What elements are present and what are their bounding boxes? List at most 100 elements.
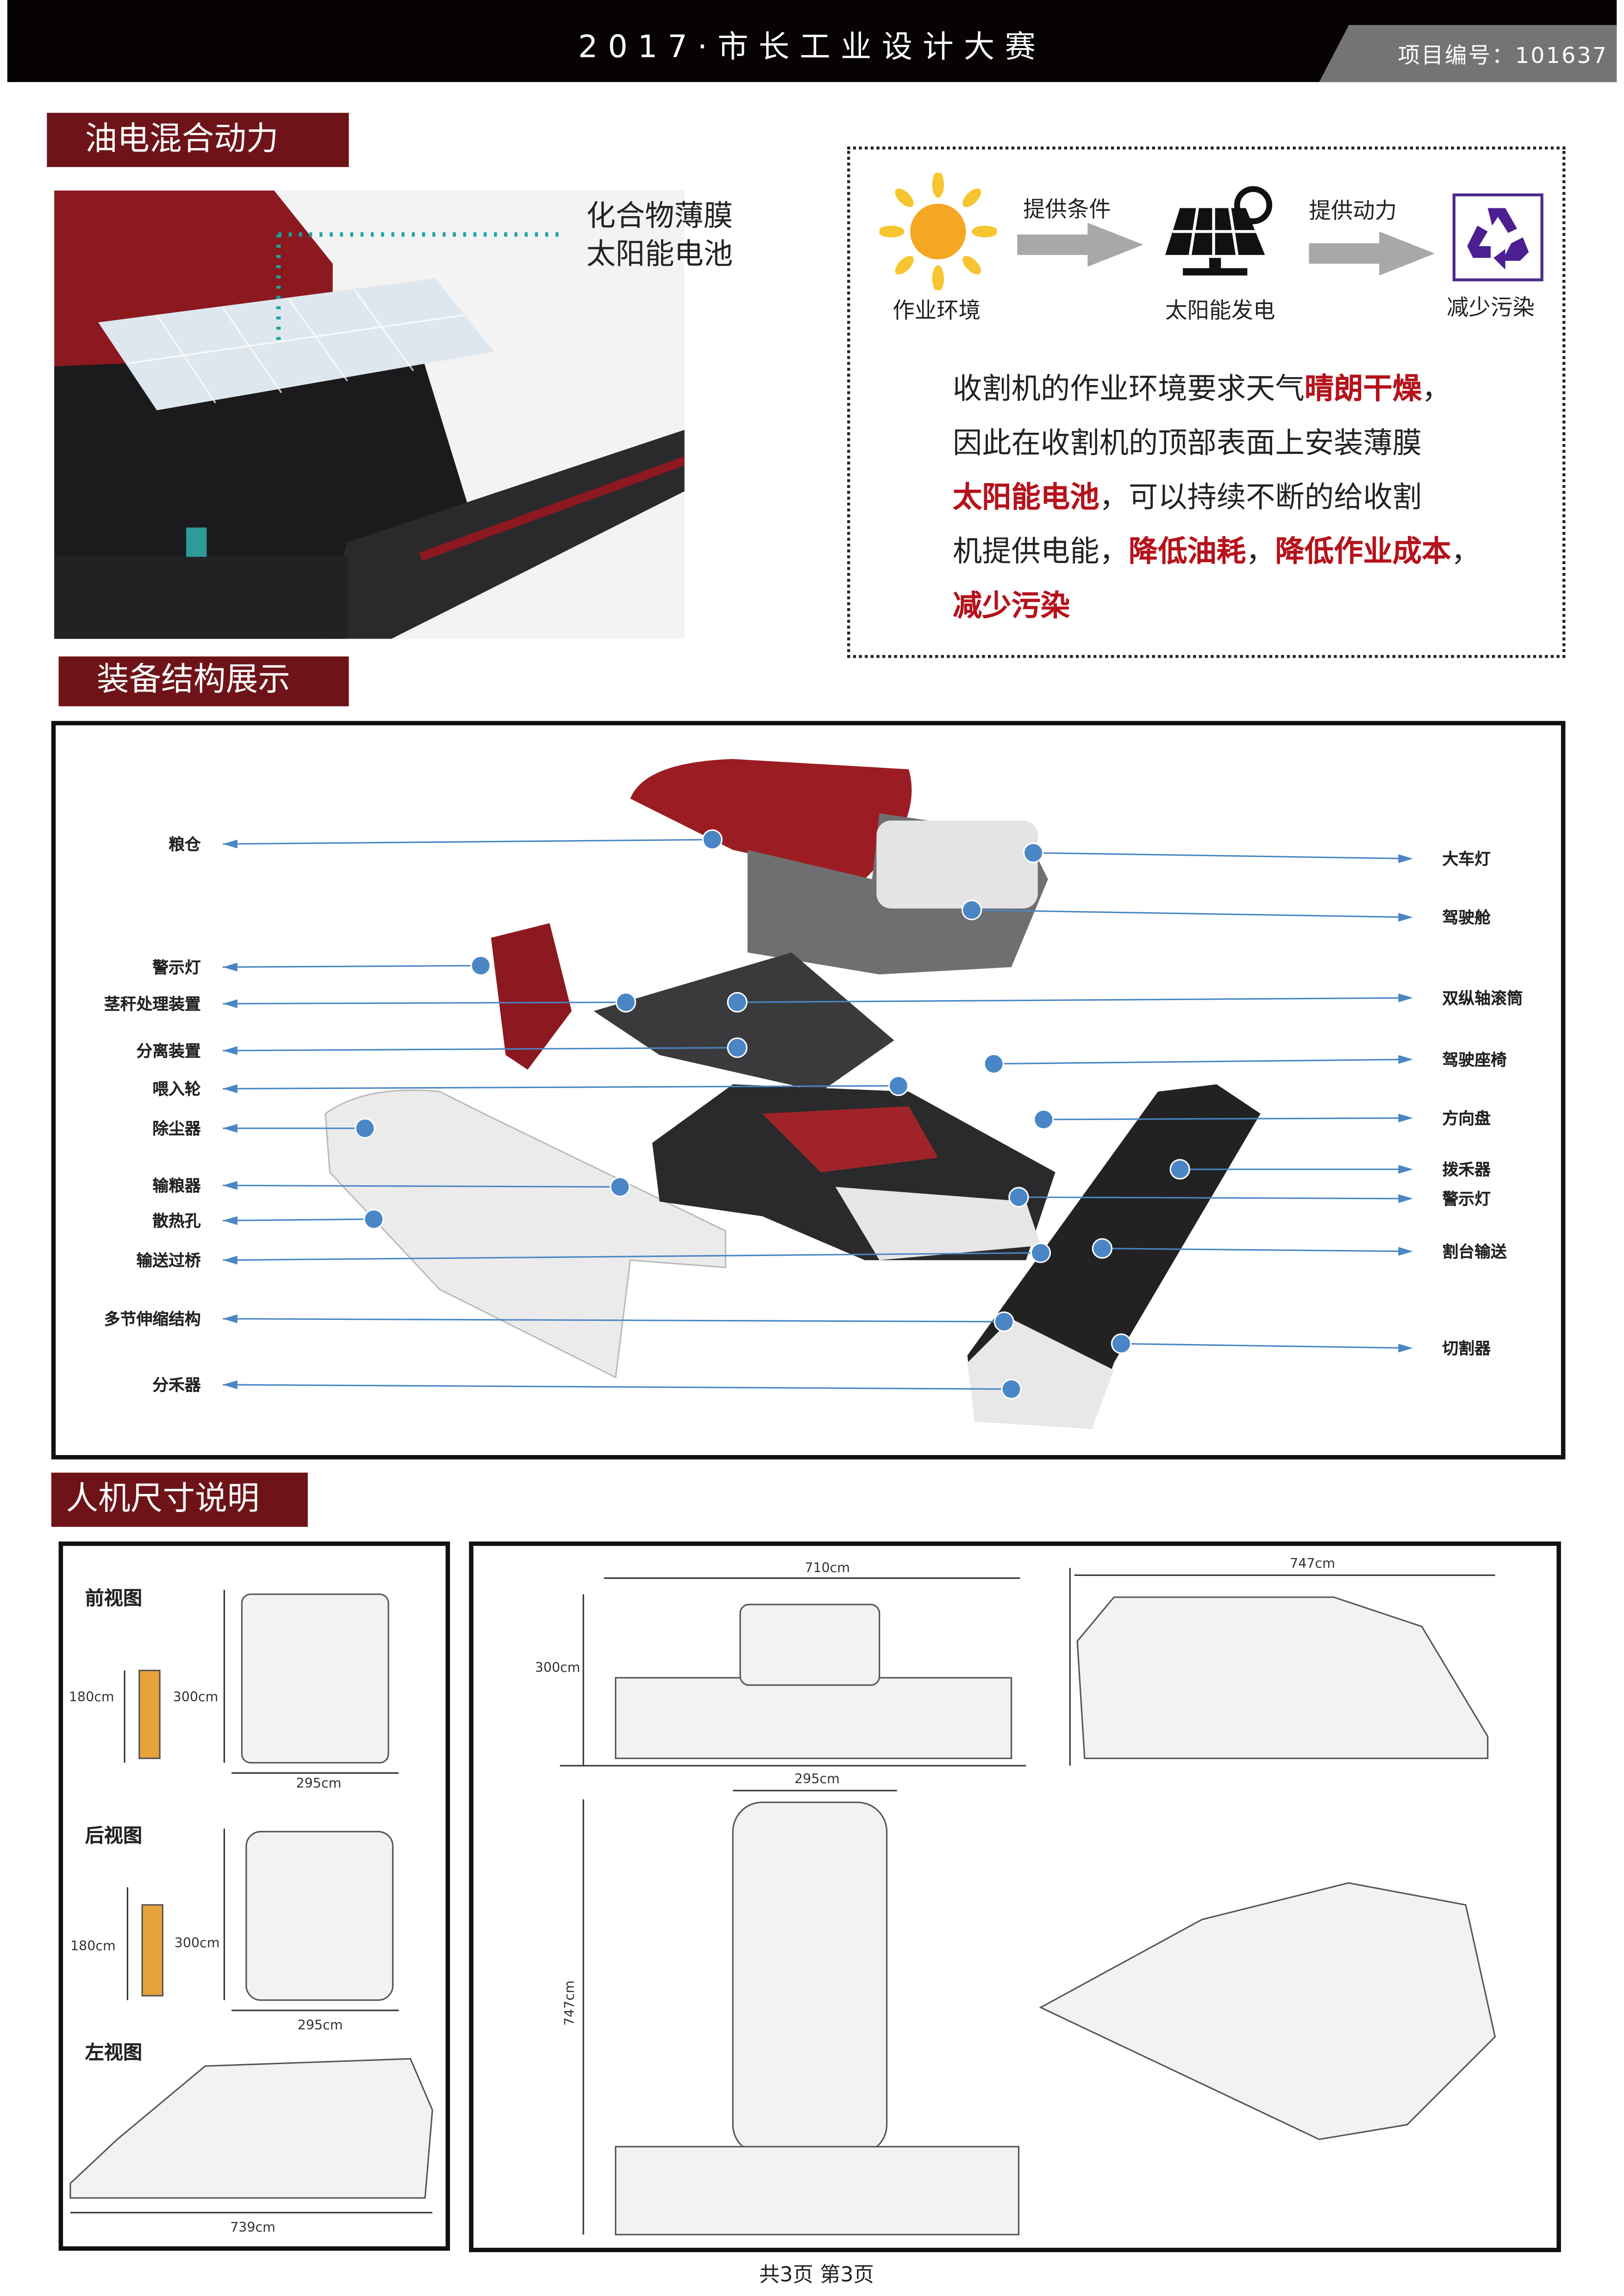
description-line: 收割机的作业环境要求天气晴朗干燥， [953, 362, 1554, 416]
vehicle-height-dim: 300cm [173, 1691, 219, 1706]
highlight-text: 降低油耗 [1128, 533, 1246, 569]
callout-leader [276, 232, 564, 345]
human-height-dim: 180cm [70, 1940, 116, 1955]
vehicle-width-dim: 295cm [296, 1777, 342, 1792]
text: ， [1451, 533, 1480, 569]
callout-dot [355, 1118, 375, 1139]
part-label-left: 输送过桥 [136, 1251, 201, 1271]
flow-arrow-label: 提供条件 [1023, 196, 1111, 223]
arrowhead-icon [223, 1256, 237, 1265]
harvester-render [54, 190, 685, 639]
callout-line: 太阳能电池 [586, 236, 733, 271]
arrowhead-icon [1398, 1114, 1413, 1123]
arrowhead-icon [1398, 1344, 1413, 1353]
callout-dot [1030, 1242, 1051, 1263]
arrowhead-icon [223, 1046, 237, 1055]
arrowhead-icon [223, 1314, 237, 1323]
project-number-badge: 项目编号：101637 [1319, 25, 1617, 82]
harvester-parts [325, 759, 1261, 1429]
recycle-icon [1452, 193, 1543, 281]
arrowhead-icon [223, 1181, 237, 1190]
top-view-body [732, 1801, 888, 2155]
callout-dot [363, 1209, 384, 1230]
text: ，可以持续不断的给收割 [1099, 479, 1422, 515]
human-figure [141, 1904, 164, 1997]
page-footer: 共3页 第3页 [759, 2264, 874, 2288]
leader-line [223, 1184, 620, 1188]
part-label-left: 茎秆处理装置 [104, 995, 201, 1014]
description-line: 机提供电能，降低油耗，降低作业成本， [953, 524, 1554, 579]
arrowhead-icon [223, 1216, 237, 1225]
side-length-dim: 747cm [1290, 1557, 1336, 1573]
vehicle-width-dim: 295cm [297, 2019, 343, 2034]
leader-line [223, 1384, 1012, 1390]
text: ， [1246, 533, 1275, 569]
solar-info-box [847, 146, 1566, 658]
left-view-drawing [69, 2058, 433, 2199]
text: ， [1422, 371, 1451, 406]
callout-line: 化合物薄膜 [586, 198, 733, 233]
arrowhead-icon [1398, 854, 1413, 863]
leader-line [223, 839, 712, 845]
callout-text: 化合物薄膜 太阳能电池 [586, 196, 733, 273]
callout-dot [615, 992, 637, 1013]
arrowhead-icon [1398, 913, 1413, 922]
callout-dot [1169, 1159, 1190, 1180]
part-label-left: 分禾器 [152, 1375, 201, 1395]
arrowhead-icon [223, 999, 237, 1008]
leader-line [223, 1218, 374, 1221]
part-label-left: 输粮器 [152, 1176, 201, 1196]
leader-line [993, 1058, 1410, 1065]
callout-dot [993, 1311, 1014, 1332]
top-width-dim: 295cm [794, 1773, 840, 1788]
height-dim: 300cm [535, 1661, 581, 1677]
flow-step-label: 作业环境 [893, 297, 981, 324]
front-elevation-cab [739, 1604, 881, 1686]
text: 收割机的作业环境要求天气 [952, 371, 1305, 406]
callout-dot [1111, 1333, 1132, 1354]
description-line: 减少污染 [953, 579, 1554, 633]
human-height-dim: 180cm [69, 1691, 114, 1706]
arrowhead-icon [223, 1124, 237, 1133]
callout-dot [610, 1176, 631, 1197]
human-figure [138, 1669, 161, 1759]
description-line: 太阳能电池，可以持续不断的给收割 [953, 470, 1554, 524]
arrowhead-icon [1398, 1194, 1413, 1203]
leader-line [737, 997, 1410, 1003]
leader-line [223, 1002, 626, 1005]
project-number: 项目编号：101637 [1398, 42, 1608, 69]
part-label-left: 分离装置 [136, 1042, 201, 1061]
part-label-right: 驾驶舱 [1442, 908, 1491, 928]
front-view-title: 前视图 [85, 1588, 143, 1611]
section-title-dimensions: 人机尺寸说明 [51, 1472, 308, 1527]
arrow-right-icon [1309, 231, 1435, 276]
section-title-structure: 装备结构展示 [58, 656, 349, 707]
callout-dot [1092, 1238, 1113, 1259]
leader-line [223, 1252, 1041, 1261]
arrowhead-icon [1398, 993, 1413, 1002]
part-label-left: 警示灯 [152, 958, 201, 977]
vehicle-height-dim: 300cm [174, 1937, 220, 1952]
callout-dot [702, 829, 723, 850]
flow-step-label: 减少污染 [1446, 294, 1535, 321]
part-label-right: 方向盘 [1442, 1109, 1491, 1128]
leader-line [223, 1085, 899, 1089]
leader-line [1102, 1247, 1410, 1252]
arrowhead-icon [223, 1084, 237, 1093]
callout-dot [1033, 1109, 1054, 1130]
leader-line [1043, 1117, 1410, 1120]
sun-icon [879, 173, 997, 290]
leader-line [223, 964, 481, 968]
highlight-text: 减少污染 [952, 587, 1070, 623]
callout-dot [961, 899, 982, 921]
part-label-right: 拨禾器 [1442, 1160, 1491, 1180]
rear-view-title: 后视图 [85, 1825, 143, 1848]
header-title: 2017·市长工业设计大赛 [578, 29, 1046, 65]
top-length-dim: 747cm [563, 1980, 578, 2026]
section-title-hybrid: 油电混合动力 [47, 112, 349, 167]
callout-dot [727, 1037, 748, 1058]
vehicle-length-dim: 739cm [230, 2221, 275, 2236]
flow-arrow-label: 提供动力 [1309, 198, 1397, 224]
